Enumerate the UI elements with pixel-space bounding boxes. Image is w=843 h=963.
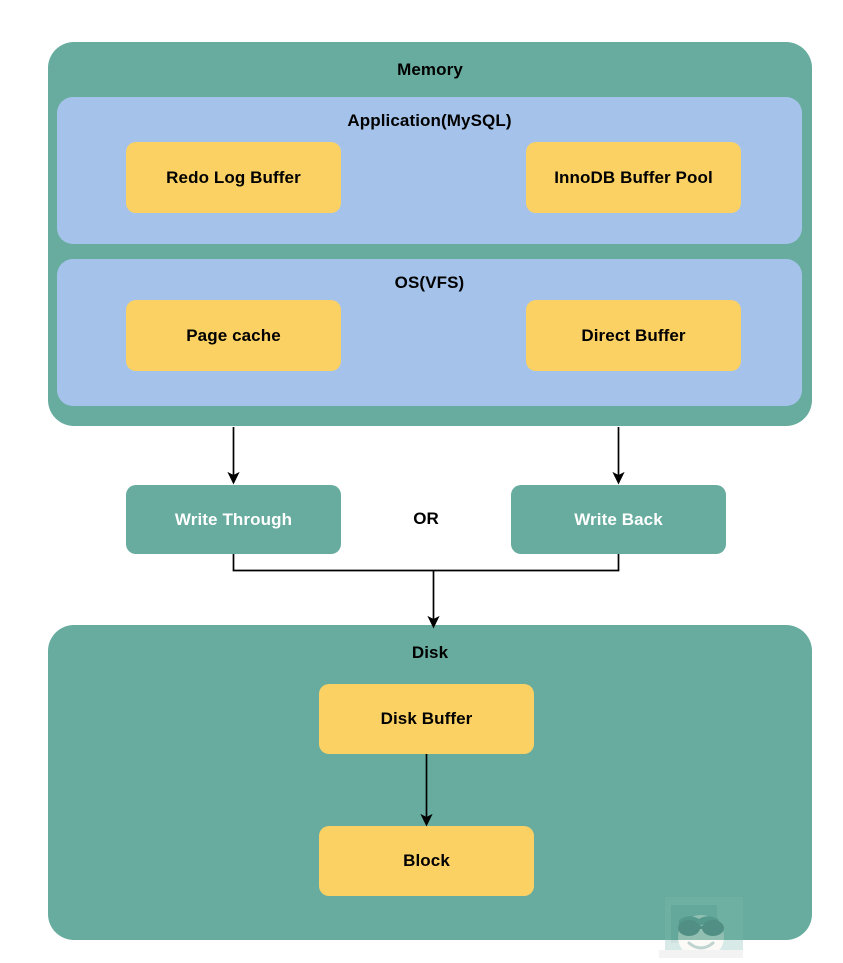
node-write-through[interactable]: Write Through <box>126 485 341 554</box>
os-group-title: OS(VFS) <box>394 273 465 292</box>
application-group-title: Application(MySQL) <box>347 111 512 130</box>
node-redo-log-buffer-label: Redo Log Buffer <box>166 167 301 187</box>
node-write-back-label: Write Back <box>574 509 663 529</box>
node-page-cache-label: Page cache <box>186 325 281 345</box>
node-innodb-buffer-pool[interactable]: InnoDB Buffer Pool <box>526 142 741 213</box>
node-direct-buffer-label: Direct Buffer <box>581 325 686 345</box>
node-redo-log-buffer[interactable]: Redo Log Buffer <box>126 142 341 213</box>
node-write-back[interactable]: Write Back <box>511 485 726 554</box>
node-page-cache[interactable]: Page cache <box>126 300 341 371</box>
node-block-label: Block <box>403 851 450 870</box>
sunglasses-face-watermark <box>659 887 743 959</box>
node-disk-buffer-label: Disk Buffer <box>380 709 473 728</box>
node-write-through-label: Write Through <box>174 509 293 529</box>
disk-group-title: Disk <box>411 643 449 662</box>
strategy-separator-label: OR <box>413 509 439 528</box>
node-disk-buffer[interactable]: Disk Buffer <box>319 684 534 754</box>
memory-group-title: Memory <box>397 60 463 79</box>
node-block[interactable]: Block <box>319 826 534 896</box>
node-direct-buffer[interactable]: Direct Buffer <box>526 300 741 371</box>
node-innodb-buffer-pool-label: InnoDB Buffer Pool <box>554 167 713 187</box>
